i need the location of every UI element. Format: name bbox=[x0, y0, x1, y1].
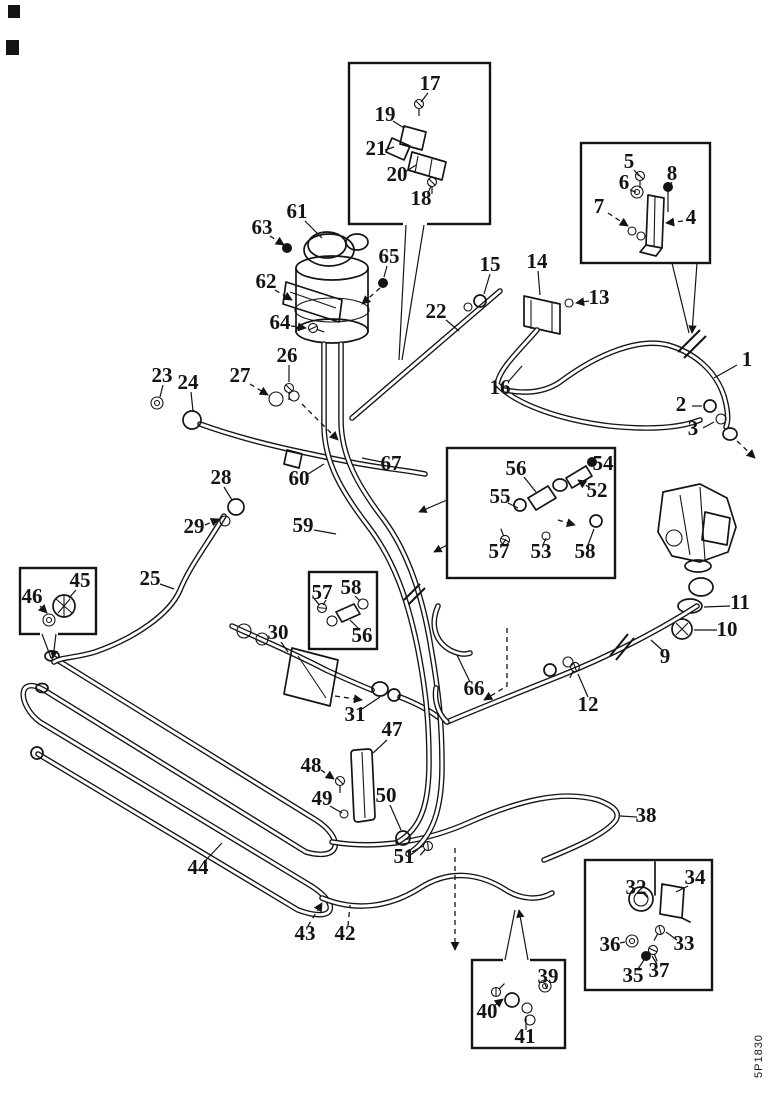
callout-9: 9 bbox=[660, 644, 671, 668]
small-fasteners bbox=[268, 243, 582, 681]
callout-56: 56 bbox=[352, 623, 373, 647]
callout-58: 58 bbox=[575, 539, 596, 563]
callout-41: 41 bbox=[515, 1024, 536, 1048]
callout-42: 42 bbox=[335, 921, 356, 945]
callout-22: 22 bbox=[426, 299, 447, 323]
callout-64: 64 bbox=[270, 310, 292, 334]
inset-box-detail-17-21 bbox=[347, 61, 492, 226]
callout-48: 48 bbox=[301, 753, 322, 777]
inset-content bbox=[40, 98, 691, 1026]
callout-29: 29 bbox=[184, 514, 205, 538]
callout-39: 39 bbox=[538, 964, 559, 988]
callout-52: 52 bbox=[587, 478, 608, 502]
callout-14: 14 bbox=[527, 249, 549, 273]
callout-13: 13 bbox=[589, 285, 610, 309]
callout-36: 36 bbox=[600, 932, 621, 956]
callout-60: 60 bbox=[289, 466, 310, 490]
callout-8: 8 bbox=[667, 161, 678, 185]
callout-5: 5 bbox=[624, 149, 635, 173]
clamp-14 bbox=[523, 295, 574, 335]
callout-6: 6 bbox=[619, 170, 630, 194]
callout-59: 59 bbox=[293, 513, 314, 537]
callout-63: 63 bbox=[252, 215, 273, 239]
callout-62: 62 bbox=[256, 269, 277, 293]
callout-3: 3 bbox=[688, 416, 699, 440]
callout-12: 12 bbox=[578, 692, 599, 716]
callout-50: 50 bbox=[376, 783, 397, 807]
oil-cooler bbox=[20, 650, 338, 918]
callout-38: 38 bbox=[636, 803, 657, 827]
callout-17: 17 bbox=[420, 71, 441, 95]
callout-51: 51 bbox=[394, 844, 415, 868]
callout-65: 65 bbox=[379, 244, 400, 268]
callout-24: 24 bbox=[178, 370, 200, 394]
callout-31: 31 bbox=[345, 702, 366, 726]
callout-66: 66 bbox=[464, 676, 485, 700]
callout-19: 19 bbox=[375, 102, 396, 126]
return-tube-25 bbox=[51, 498, 245, 665]
pump-tube-9 bbox=[432, 603, 700, 725]
callout-54: 54 bbox=[593, 451, 615, 475]
callout-18: 18 bbox=[411, 186, 432, 210]
inset-box-detail-52-58 bbox=[445, 446, 617, 580]
callout-33: 33 bbox=[674, 931, 695, 955]
callout-57: 57 bbox=[312, 580, 333, 604]
inset-box-detail-32-37 bbox=[583, 858, 714, 992]
callout-57: 57 bbox=[489, 539, 510, 563]
callout-56: 56 bbox=[506, 456, 527, 480]
callout-25: 25 bbox=[140, 566, 161, 590]
callout-53: 53 bbox=[531, 539, 552, 563]
callout-45: 45 bbox=[70, 568, 91, 592]
inset-box-detail-56-58 bbox=[307, 570, 379, 651]
callout-46: 46 bbox=[22, 584, 43, 608]
callout-23: 23 bbox=[152, 363, 173, 387]
strap-47 bbox=[334, 748, 435, 859]
main-tube-bundle bbox=[321, 341, 445, 857]
callout-37: 37 bbox=[649, 958, 670, 982]
pressure-tube-22 bbox=[349, 288, 503, 421]
callout-11: 11 bbox=[730, 590, 750, 614]
hose-1 bbox=[502, 340, 738, 441]
callout-35: 35 bbox=[623, 963, 644, 987]
callout-43: 43 bbox=[295, 921, 316, 945]
callout-2: 2 bbox=[676, 392, 687, 416]
callout-67: 67 bbox=[381, 451, 402, 475]
scan-marks bbox=[6, 5, 20, 55]
callout-47: 47 bbox=[382, 717, 403, 741]
callout-40: 40 bbox=[477, 999, 498, 1023]
callout-55: 55 bbox=[490, 484, 511, 508]
inset-boxes bbox=[18, 61, 714, 1050]
callout-28: 28 bbox=[211, 465, 232, 489]
inset-box-detail-45-46 bbox=[18, 566, 98, 636]
dashed-reference-lines bbox=[301, 287, 756, 951]
figure-code: 5P1830 bbox=[753, 1034, 765, 1078]
callout-49: 49 bbox=[312, 786, 333, 810]
left-feed-tube-23-24 bbox=[150, 396, 428, 477]
callout-30: 30 bbox=[268, 620, 289, 644]
hose-16 bbox=[493, 327, 703, 431]
callout-34: 34 bbox=[685, 865, 707, 889]
reservoir bbox=[282, 231, 370, 344]
callout-7: 7 bbox=[594, 194, 605, 218]
callout-21: 21 bbox=[366, 136, 387, 160]
hose-66 bbox=[431, 603, 473, 657]
callout-32: 32 bbox=[626, 875, 647, 899]
callout-10: 10 bbox=[717, 617, 738, 641]
callout-26: 26 bbox=[277, 343, 298, 367]
callout-44: 44 bbox=[188, 855, 210, 879]
callout-61: 61 bbox=[287, 199, 308, 223]
callout-58: 58 bbox=[341, 575, 362, 599]
callout-27: 27 bbox=[230, 363, 251, 387]
callout-15: 15 bbox=[480, 252, 501, 276]
leader-lines bbox=[37, 92, 738, 1030]
callout-20: 20 bbox=[387, 162, 408, 186]
bracket-30 bbox=[283, 647, 339, 707]
callout-4: 4 bbox=[686, 205, 697, 229]
steering-pump bbox=[657, 483, 737, 640]
callout-16: 16 bbox=[490, 375, 511, 399]
callout-1: 1 bbox=[742, 347, 753, 371]
cooler-hoses bbox=[319, 793, 620, 909]
